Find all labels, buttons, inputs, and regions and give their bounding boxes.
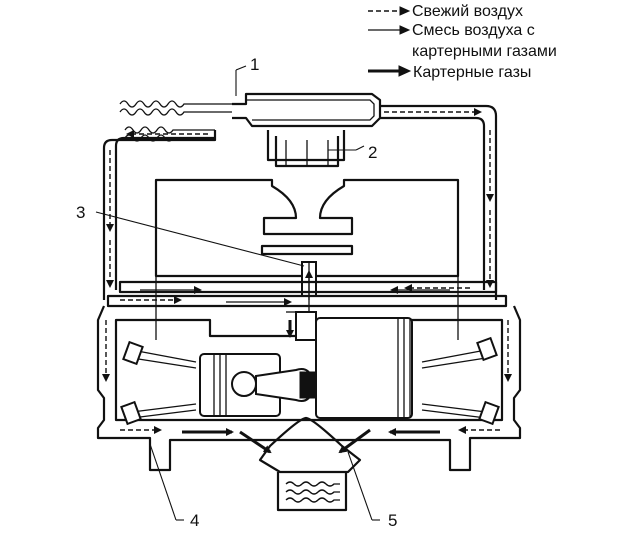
- arrow-icon: [398, 65, 412, 77]
- arrow-icon: [399, 6, 411, 16]
- legend: Свежий воздух Смесь воздуха с картерными…: [368, 3, 557, 81]
- pistons: [199, 311, 413, 419]
- legend-label-mixture-line2: картерными газами: [412, 43, 557, 60]
- legend-label-fresh-air: Свежий воздух: [412, 3, 523, 20]
- callout-3-leader: [95, 211, 305, 267]
- callout-5-leader: [347, 451, 373, 521]
- callout-3: 3: [76, 203, 85, 222]
- flow-paths: [102, 108, 512, 454]
- callouts: 1 2 3 4 5: [76, 55, 397, 530]
- legend-mixture: Смесь воздуха с картерными газами: [368, 22, 557, 60]
- legend-fresh-air: Свежий воздух: [368, 3, 523, 20]
- intake-manifold: [154, 130, 460, 340]
- legend-crankcase-gases: Картерные газы: [368, 64, 531, 81]
- legend-label-mixture-line1: Смесь воздуха с: [412, 22, 535, 39]
- callout-1-leader-tick: [235, 65, 247, 71]
- callout-4-leader: [149, 443, 177, 521]
- air-cleaner-housing: [232, 92, 382, 128]
- callout-4: 4: [190, 511, 199, 530]
- ventilation-tube-left: [102, 130, 217, 300]
- legend-label-crankcase-gases: Картерные газы: [413, 64, 531, 81]
- air-intake-pipes: [119, 100, 235, 142]
- callout-5: 5: [388, 511, 397, 530]
- engine-block: [96, 280, 522, 512]
- callout-2-leader-tick: [355, 145, 365, 151]
- valves: [120, 336, 500, 426]
- callout-2: 2: [368, 143, 377, 162]
- arrow-icon: [399, 25, 411, 35]
- callout-1: 1: [250, 55, 259, 74]
- ventilation-tube-right: [380, 104, 498, 300]
